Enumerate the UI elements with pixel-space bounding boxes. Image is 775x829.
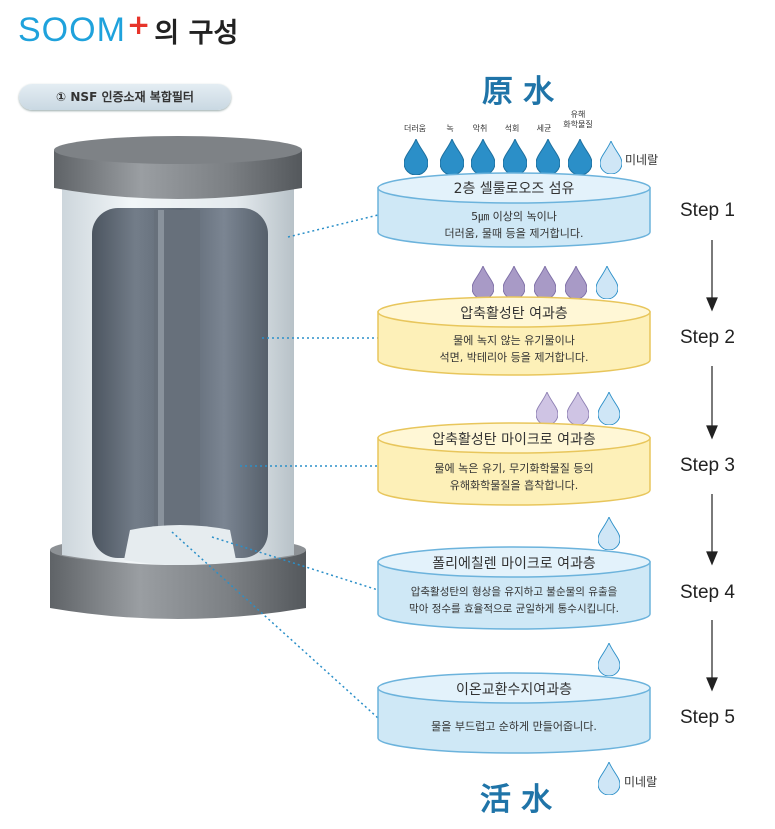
mineral-label-top: 미네랄: [625, 153, 659, 167]
layer-1-desc-line-1: 5㎛ 이상의 녹이나: [471, 210, 557, 223]
drop-bacteria: [536, 139, 560, 175]
drop-light-layer-5: [598, 643, 620, 676]
contaminant-label-lime: 석회: [504, 124, 520, 133]
layer-3-title: 압축활성탄 마이크로 여과층: [432, 432, 596, 448]
step-4-label: Step 4: [680, 582, 735, 603]
drop-odor: [471, 139, 495, 175]
treated-water-label: 活水: [480, 782, 562, 818]
layer-2-desc-line-1: 물에 녹지 않는 유기물이나: [453, 334, 575, 347]
layer-4-title: 폴리에칠렌 마이크로 여과층: [432, 556, 596, 572]
contaminant-label-dirt: 더러움: [403, 124, 427, 133]
filter-badge: ① NSF 인증소재 복합필터: [19, 84, 231, 110]
contaminant-label-bacteria: 세균: [536, 124, 552, 133]
top-cap-face: [54, 136, 302, 164]
top-cap: [54, 150, 302, 199]
drop-purple-1: [472, 266, 494, 299]
drop-purple-4: [565, 266, 587, 299]
drop-mineral-top: [600, 141, 622, 174]
page-title: SOOM + 의 구성: [18, 8, 238, 52]
drop-light-layer-4: [598, 517, 620, 550]
layer-4-desc-line-1: 압축활성탄의 형상을 유지하고 불순물의 유출을: [410, 586, 618, 598]
drop-lilac-1: [536, 392, 558, 425]
layer-3-desc-line-2: 유해화학물질을 흡착합니다.: [449, 479, 579, 492]
drop-lilac-2: [567, 392, 589, 425]
drop-chemicals: [568, 139, 592, 175]
step-1-label: Step 1: [680, 200, 735, 221]
layer-3-desc: 물에 녹은 유기, 무기화학물질 등의 유해화학물질을 흡착합니다.: [378, 460, 650, 494]
contaminant-label-odor: 악취: [472, 124, 488, 133]
leader-line-5: [171, 531, 379, 719]
mineral-label-bottom: 미네랄: [624, 775, 658, 789]
drop-light-layer-3: [598, 392, 620, 425]
step-3-label: Step 3: [680, 455, 735, 476]
leader-line-1: [287, 214, 379, 238]
drop-light-layer-2: [596, 266, 618, 299]
filter-layer-3-disk: [377, 422, 651, 506]
drop-dirt: [404, 139, 428, 175]
layer-5-desc: 물을 부드럽고 순하게 만들어줍니다.: [378, 718, 650, 735]
layer-5-title: 이온교환수지여과층: [456, 682, 572, 698]
raw-water-label: 原水: [482, 74, 564, 110]
filter-layer-2-disk: [377, 296, 651, 376]
layer-1-desc: 5㎛ 이상의 녹이나 더러움, 물때 등을 제거합니다.: [378, 208, 650, 242]
contaminant-label-rust: 녹: [446, 124, 454, 133]
layer-2-title: 압축활성탄 여과층: [460, 306, 568, 322]
brand-plus: +: [126, 7, 151, 41]
layer-4-desc: 압축활성탄의 형상을 유지하고 불순물의 유출을 막아 정수를 효율적으로 균일…: [378, 584, 650, 618]
layer-3-desc-line-1: 물에 녹은 유기, 무기화학물질 등의: [434, 462, 594, 475]
contaminant-label-chemicals: 유해 화학물질: [563, 110, 593, 129]
title-suffix: 의 구성: [154, 17, 239, 49]
poly-layer-bottom: [124, 525, 236, 565]
drop-mineral-bottom: [598, 762, 620, 795]
filter-layer-5-disk: [377, 672, 651, 754]
filter-cylinder-illustration: [50, 136, 306, 619]
layer-5-desc-line-1: 물을 부드럽고 순하게 만들어줍니다.: [431, 720, 597, 733]
drop-lime: [503, 139, 527, 175]
drop-rust: [440, 139, 464, 175]
leader-line-4: [211, 536, 379, 591]
filter-layer-1-disk: [377, 172, 651, 248]
filter-layer-4-disk: [377, 546, 651, 630]
layer-1-desc-line-2: 더러움, 물때 등을 제거합니다.: [444, 227, 584, 240]
layer-1-title: 2층 셀룰로오즈 섬유: [453, 181, 575, 197]
drop-purple-2: [503, 266, 525, 299]
layer-2-desc-line-2: 석면, 박테리아 등을 제거합니다.: [439, 351, 589, 364]
step-2-label: Step 2: [680, 327, 735, 348]
drop-purple-3: [534, 266, 556, 299]
brand-logo: SOOM: [18, 10, 126, 49]
bottom-cap: [50, 550, 306, 619]
layer-2-desc: 물에 녹지 않는 유기물이나 석면, 박테리아 등을 제거합니다.: [378, 332, 650, 366]
layer-4-desc-line-2: 막아 정수를 효율적으로 균일하게 통수시킵니다.: [409, 603, 619, 615]
step-5-label: Step 5: [680, 707, 735, 728]
